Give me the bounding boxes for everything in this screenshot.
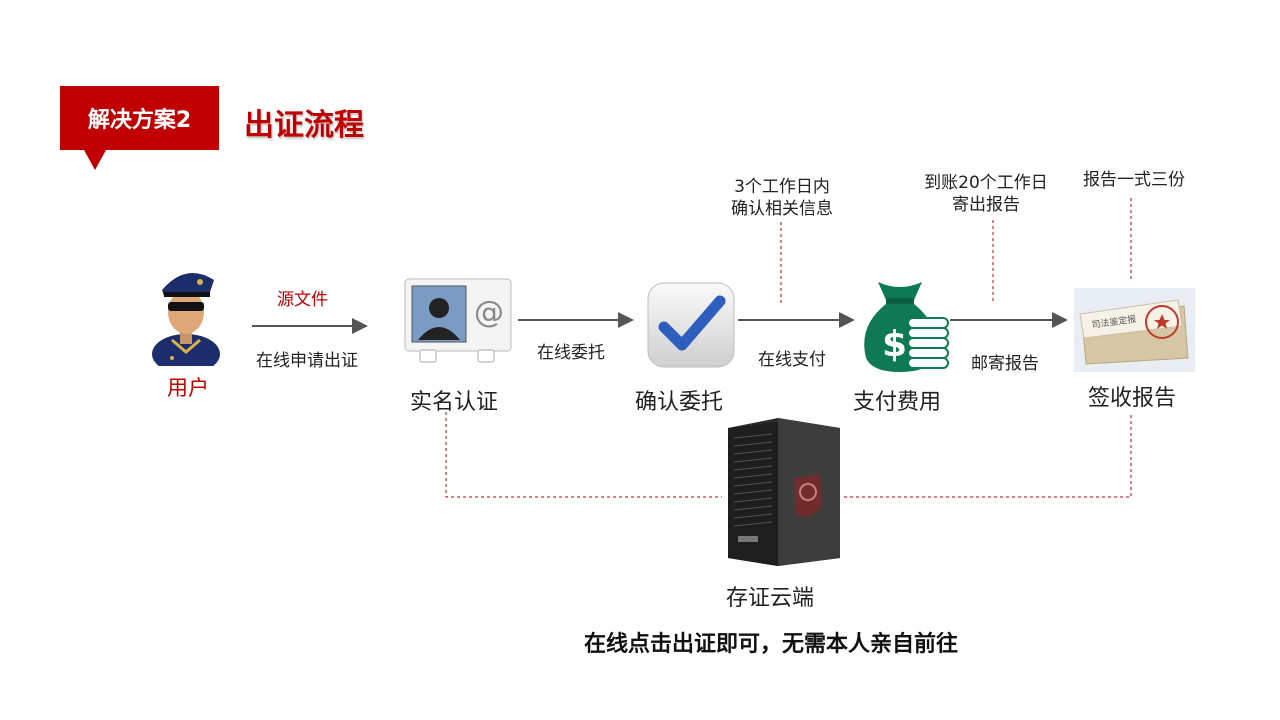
solution-tag-pointer [84, 150, 106, 170]
cloud-connector-left [445, 412, 722, 498]
note-confirm-line1: 3个工作日内 [734, 177, 830, 197]
node-user-label: 用户 [167, 376, 209, 400]
note-confirm: 3个工作日内 确认相关信息 [722, 176, 842, 220]
node-cloud-label: 存证云端 [726, 586, 815, 611]
contact-card-icon: @ [404, 278, 512, 364]
page-title: 出证流程 [244, 108, 364, 143]
note-copies: 报告一式三份 [1083, 170, 1185, 190]
checkmark-icon [646, 281, 736, 369]
money-bag-icon: $ [856, 278, 950, 374]
edge-label-mail-report: 邮寄报告 [971, 354, 1039, 374]
footer-message: 在线点击出证即可，无需本人亲自前往 [584, 632, 959, 657]
user-police-icon [150, 262, 222, 374]
note-confirm-line2: 确认相关信息 [731, 199, 833, 219]
note-mail-line2: 寄出报告 [952, 195, 1020, 215]
cloud-connector-right [844, 412, 1132, 498]
node-pay-label: 支付费用 [853, 390, 942, 415]
edge-label-pay-online: 在线支付 [758, 350, 826, 370]
report-envelope-icon: 司法鉴定报 [1074, 288, 1195, 372]
cloud-server-icon [728, 418, 840, 566]
edge-label-entrust-online: 在线委托 [537, 343, 605, 363]
svg-text:@: @ [474, 295, 504, 330]
edge-label-source-file: 源文件 [277, 290, 328, 310]
svg-text:$: $ [882, 324, 907, 365]
solution-tag: 解决方案2 [60, 86, 219, 150]
node-real-name-label: 实名认证 [410, 390, 499, 415]
edge-label-apply-online: 在线申请出证 [256, 351, 358, 371]
note-mail: 到账20个工作日 寄出报告 [916, 172, 1056, 216]
node-confirm-label: 确认委托 [635, 390, 724, 415]
node-sign-label: 签收报告 [1088, 386, 1177, 411]
note-mail-line1: 到账20个工作日 [924, 173, 1048, 193]
